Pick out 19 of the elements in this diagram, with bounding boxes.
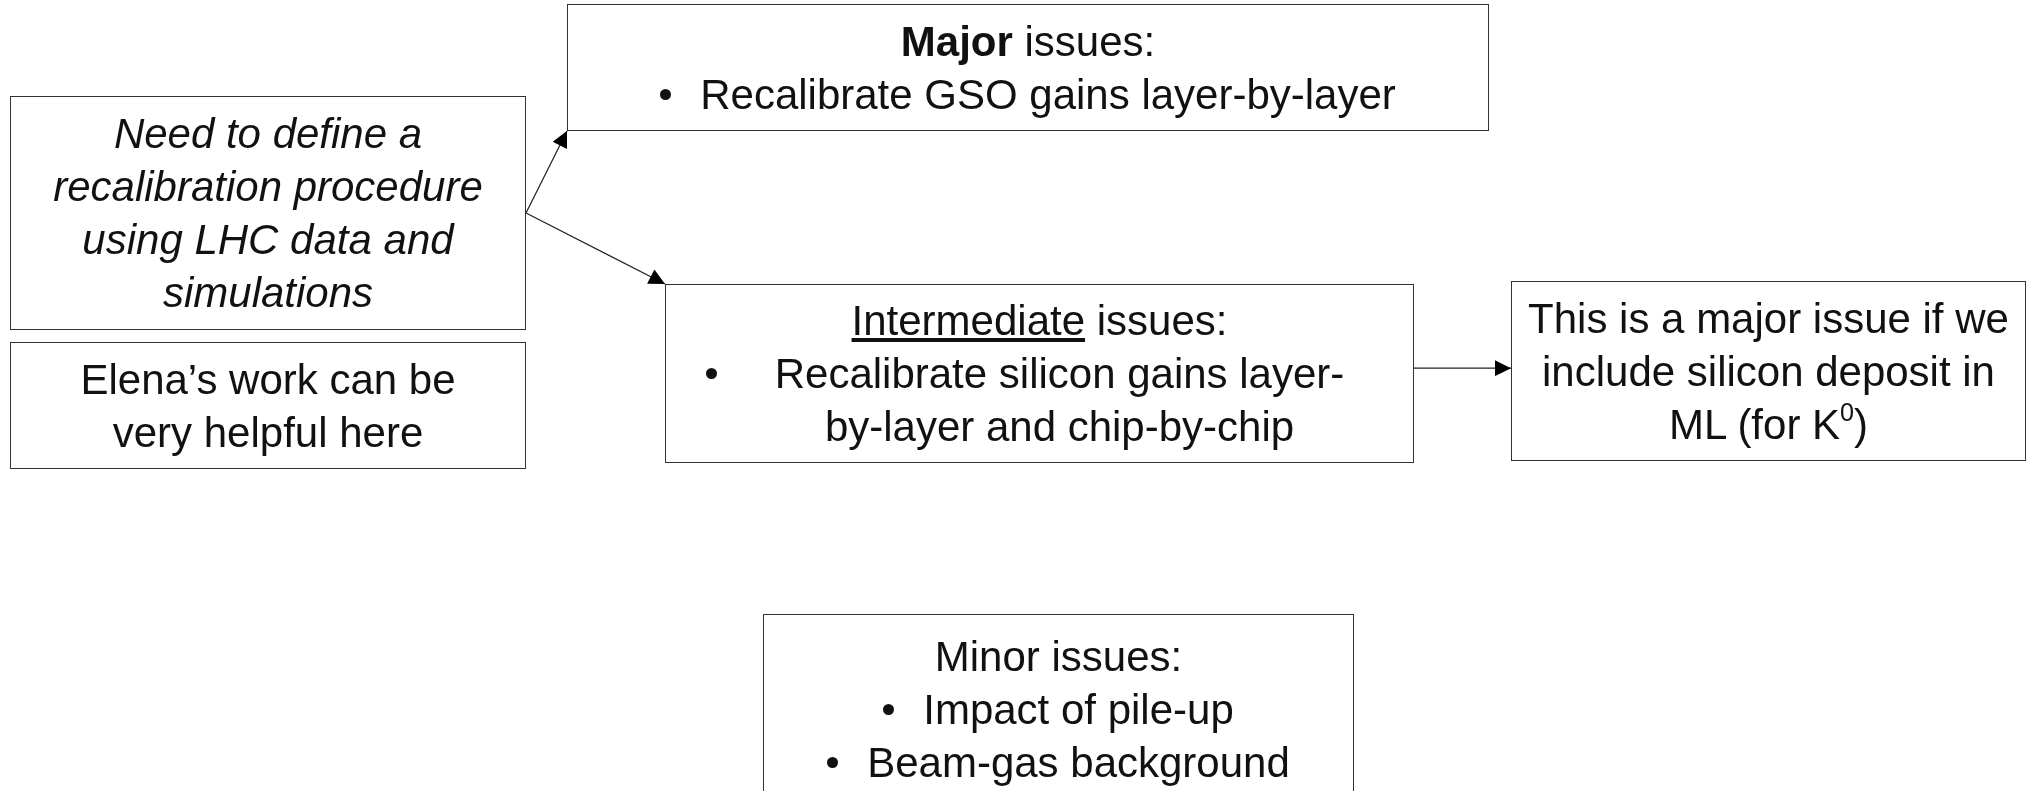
text-box bbox=[10, 96, 526, 330]
bullet-item: Impact of pile-up bbox=[923, 682, 1234, 736]
bullet-item: Recalibrate GSO gains layer-by-layer bbox=[700, 67, 1396, 121]
text-box bbox=[567, 4, 1489, 131]
arrow bbox=[525, 212, 666, 285]
node-text: This is a major issue if we include silicon deposit in ML (for K$^{0}$) bbox=[1528, 294, 2009, 448]
arrow bbox=[525, 130, 568, 214]
node-text: Need to define a recalibration procedure using LHC data and simulations bbox=[53, 110, 483, 316]
text-box bbox=[763, 614, 1354, 791]
text-box bbox=[10, 342, 526, 469]
text-box bbox=[665, 284, 1414, 463]
heading: Minor issues: bbox=[934, 632, 1183, 680]
bullet-item: Recalibrate silicon gains layer-by-layer and chip-by-chip bbox=[746, 347, 1373, 453]
bullet-item: Beam-gas background bbox=[867, 735, 1290, 789]
arrow bbox=[1413, 360, 1512, 377]
heading: Intermediate issues: bbox=[851, 297, 1228, 344]
heading: Major issues: bbox=[900, 17, 1156, 65]
text-box bbox=[1511, 281, 2026, 461]
node-text: Elena’s work can be very helpful here bbox=[80, 355, 456, 456]
